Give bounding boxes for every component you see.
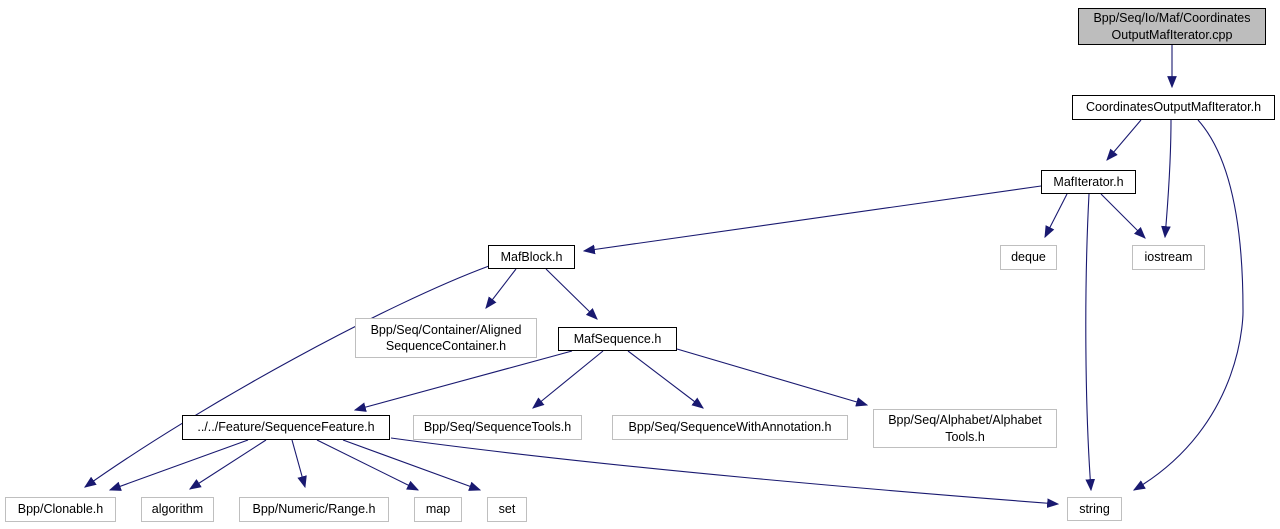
node-clonable-h: Bpp/Clonable.h (5, 497, 116, 522)
node-coordinates-output-h[interactable]: CoordinatesOutputMafIterator.h (1072, 95, 1275, 120)
edge-mafsequence-h-to-sequencetools-h (532, 350, 604, 409)
edge-sequencefeature-h-to-clonable-h (108, 439, 249, 491)
edge-sequencefeature-h-to-algorithm (188, 439, 267, 490)
node-sequencewithannotation-h: Bpp/Seq/SequenceWithAnnotation.h (612, 415, 848, 440)
node-deque: deque (1000, 245, 1057, 270)
node-string: string (1067, 497, 1122, 521)
edge-mafblock-h-to-alignedseqcontainer-h (485, 268, 517, 309)
node-range-h: Bpp/Numeric/Range.h (239, 497, 389, 522)
edge-mafsequence-h-to-sequencewithannotation-h (627, 350, 704, 409)
node-cpp: Bpp/Seq/Io/Maf/Coordinates OutputMafIter… (1078, 8, 1266, 45)
edge-coordinates-output-h-to-string (1132, 119, 1244, 491)
node-map: map (414, 497, 462, 522)
edge-mafblock-h-to-mafsequence-h (545, 268, 598, 320)
node-sequencefeature-h[interactable]: ../../Feature/SequenceFeature.h (182, 415, 390, 440)
node-mafblock-h[interactable]: MafBlock.h (488, 245, 575, 269)
edge-mafiterator-h-to-string (1085, 193, 1096, 492)
edge-coordinates-output-h-to-iostream (1161, 119, 1172, 239)
edge-sequencefeature-h-to-range-h (291, 439, 307, 489)
node-iostream: iostream (1132, 245, 1205, 270)
node-set: set (487, 497, 527, 522)
edge-sequencefeature-h-to-set (342, 439, 482, 491)
edge-mafblock-h-to-clonable-h (84, 265, 490, 488)
edge-mafiterator-h-to-iostream (1100, 193, 1146, 239)
edge-mafsequence-h-to-alphabettools-h (676, 348, 869, 407)
edge-mafiterator-h-to-mafblock-h (582, 185, 1042, 255)
node-mafiterator-h[interactable]: MafIterator.h (1041, 170, 1136, 194)
node-sequencetools-h: Bpp/Seq/SequenceTools.h (413, 415, 582, 440)
node-mafsequence-h[interactable]: MafSequence.h (558, 327, 677, 351)
node-alphabettools-h: Bpp/Seq/Alphabet/Alphabet Tools.h (873, 409, 1057, 448)
edge-sequencefeature-h-to-map (316, 439, 420, 491)
edge-mafsequence-h-to-sequencefeature-h (353, 350, 573, 412)
node-algorithm: algorithm (141, 497, 214, 522)
edge-coordinates-output-h-to-mafiterator-h (1106, 119, 1142, 161)
edge-mafiterator-h-to-deque (1044, 193, 1068, 239)
node-alignedseqcontainer-h: Bpp/Seq/Container/Aligned SequenceContai… (355, 318, 537, 358)
